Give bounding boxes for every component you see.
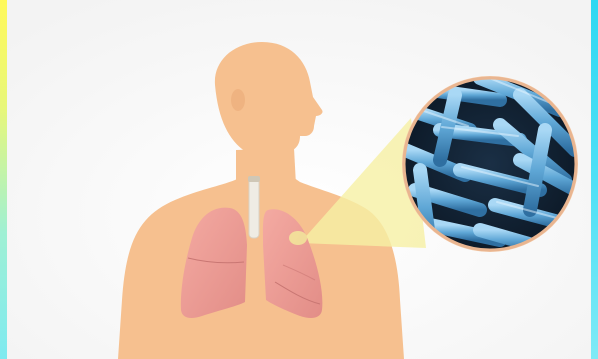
trachea [248,176,260,238]
